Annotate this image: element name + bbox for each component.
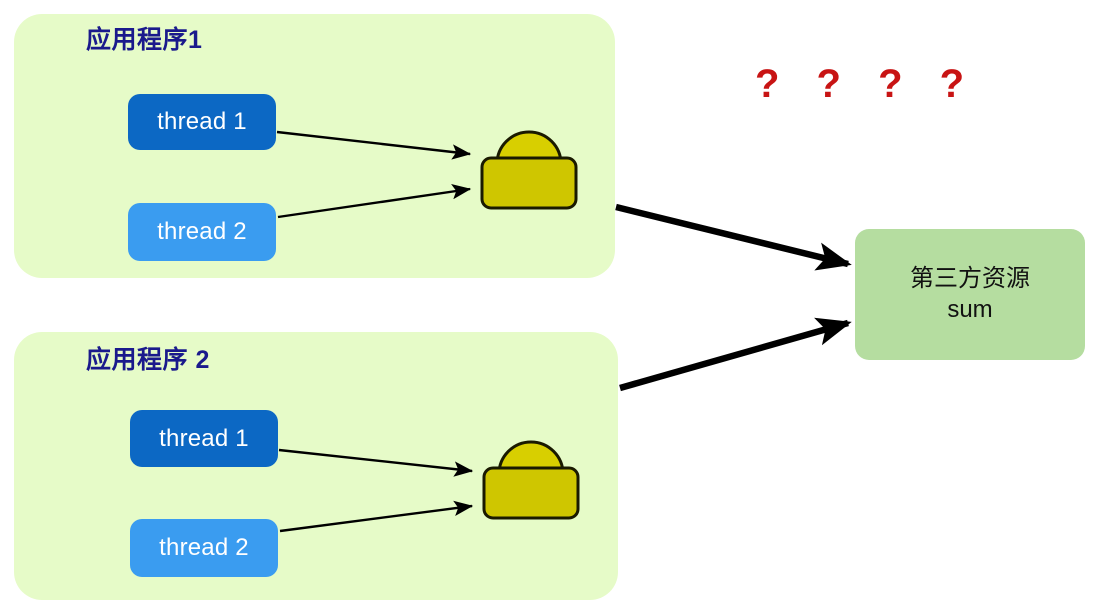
arrow-app1-to-resource (615, 203, 852, 271)
arrow-app2-to-resource (619, 317, 852, 392)
app-panel-2-title: 应用程序 2 (86, 346, 210, 374)
shared-resource-box[interactable]: 第三方资源 sum (855, 229, 1085, 360)
app2-thread-2-box[interactable]: thread 2 (130, 519, 278, 577)
app2-thread-1-box[interactable]: thread 1 (130, 410, 278, 467)
app1-thread-2-box[interactable]: thread 2 (128, 203, 276, 261)
app1-thread-1-box[interactable]: thread 1 (128, 94, 276, 150)
question-marks-annotation: ? ? ? ? (755, 62, 978, 106)
app-panel-1-title: 应用程序1 (86, 26, 203, 54)
lock-icon (479, 428, 583, 522)
lock-icon (477, 118, 581, 212)
shared-resource-title: 第三方资源 (910, 264, 1030, 292)
shared-resource-subtitle: sum (947, 295, 993, 323)
